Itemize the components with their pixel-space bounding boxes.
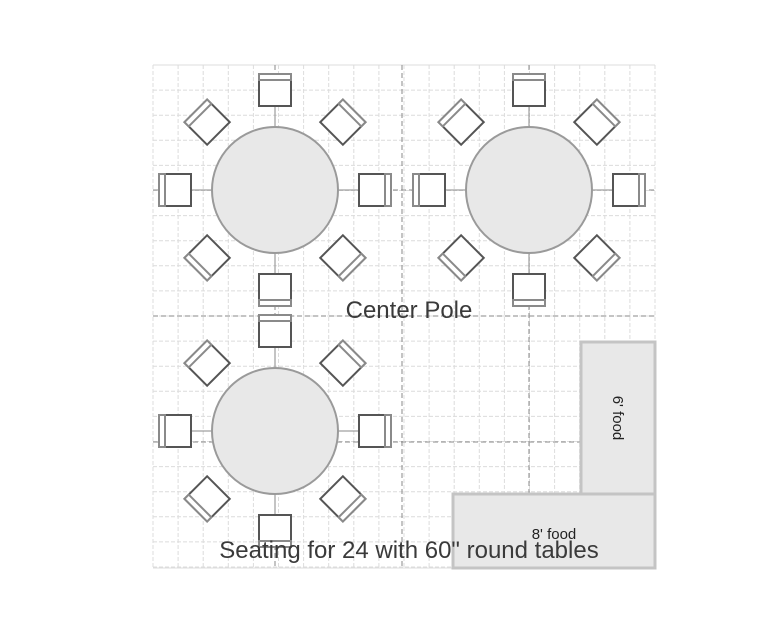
chair-back	[258, 73, 292, 81]
chair-back	[512, 73, 546, 81]
food-6ft-table[interactable]: 6' food	[579, 340, 657, 496]
chair[interactable]	[512, 73, 546, 107]
chair[interactable]	[183, 233, 232, 282]
chair[interactable]	[572, 98, 621, 147]
chair-back	[183, 339, 213, 369]
chair-back	[638, 173, 646, 207]
chair-back	[437, 98, 467, 128]
chair-back	[337, 493, 367, 523]
chair[interactable]	[258, 314, 292, 348]
chair[interactable]	[183, 474, 232, 523]
round-tables	[158, 73, 646, 548]
chair[interactable]	[612, 173, 646, 207]
table-3[interactable]	[158, 314, 392, 548]
chair-back	[258, 540, 292, 548]
chair[interactable]	[318, 98, 367, 147]
table-2[interactable]	[412, 73, 646, 307]
chair[interactable]	[572, 233, 621, 282]
chair-back	[512, 299, 546, 307]
food-tables: 6' food 8' food	[451, 340, 657, 570]
chair-back	[258, 299, 292, 307]
chair-back	[412, 173, 420, 207]
labels: Center Pole Seating for 24 with 60" roun…	[219, 297, 598, 564]
chair-back	[591, 252, 621, 282]
food-table-label: 6' food	[609, 396, 626, 441]
chair-back	[384, 414, 392, 448]
chair-back	[158, 173, 166, 207]
chair-back	[591, 98, 621, 128]
chair[interactable]	[358, 173, 392, 207]
food-8ft-table[interactable]: 8' food	[451, 492, 657, 570]
chair[interactable]	[318, 474, 367, 523]
chair[interactable]	[318, 233, 367, 282]
chair[interactable]	[258, 73, 292, 107]
chair-back	[183, 493, 213, 523]
chair-back	[183, 98, 213, 128]
chair[interactable]	[358, 414, 392, 448]
chair-back	[384, 173, 392, 207]
chair[interactable]	[318, 339, 367, 388]
chair[interactable]	[158, 414, 192, 448]
chair-back	[337, 339, 367, 369]
food-table-rect[interactable]	[451, 492, 657, 570]
round-table[interactable]	[465, 126, 593, 254]
table-1[interactable]	[158, 73, 392, 307]
chair-back	[437, 252, 467, 282]
food-table-rect[interactable]	[579, 340, 657, 496]
chair-back	[158, 414, 166, 448]
chair[interactable]	[183, 98, 232, 147]
chair[interactable]	[437, 98, 486, 147]
chair-back	[337, 98, 367, 128]
round-table[interactable]	[211, 126, 339, 254]
chair[interactable]	[183, 339, 232, 388]
chair-back	[183, 252, 213, 282]
chair-back	[337, 252, 367, 282]
chair[interactable]	[437, 233, 486, 282]
food-table-label: 8' food	[532, 526, 577, 543]
center-pole-label: Center Pole	[346, 297, 473, 324]
chair[interactable]	[258, 514, 292, 548]
chair-back	[258, 314, 292, 322]
diagram-caption: Seating for 24 with 60" round tables	[219, 537, 598, 564]
chair[interactable]	[412, 173, 446, 207]
chair[interactable]	[158, 173, 192, 207]
chair[interactable]	[512, 273, 546, 307]
chair[interactable]	[258, 273, 292, 307]
round-table[interactable]	[211, 367, 339, 495]
